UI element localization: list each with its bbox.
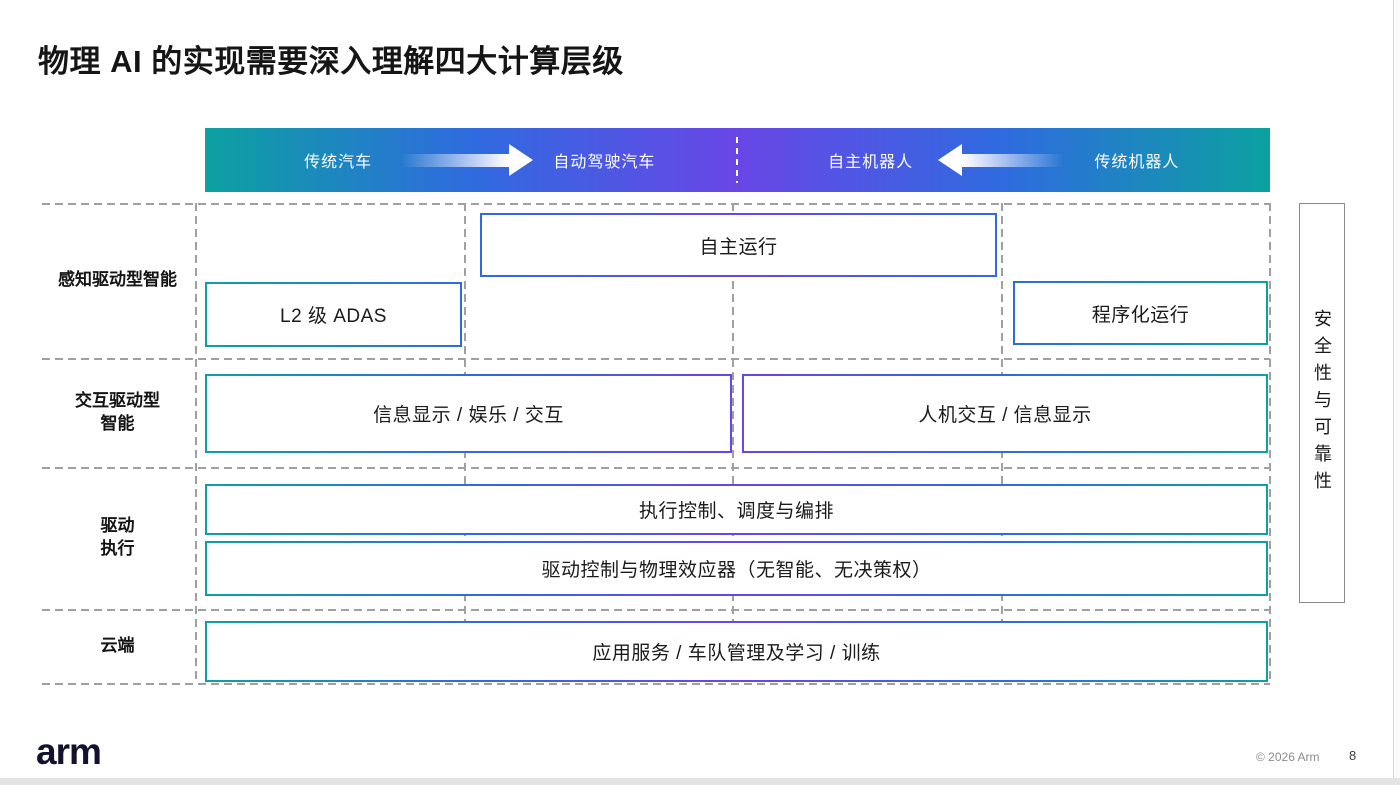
safety-reliability-label: 安全性与可靠性 bbox=[1312, 308, 1332, 498]
spectrum-header-bar: 传统汽车 自动驾驶汽车 自主机器人 传统机器人 bbox=[205, 128, 1270, 192]
box-programmed-operation: 程序化运行 bbox=[1013, 281, 1268, 345]
page-title: 物理 AI 的实现需要深入理解四大计算层级 bbox=[38, 44, 624, 79]
grid-hline bbox=[42, 609, 1270, 611]
viewer-right-scrollbar[interactable] bbox=[1393, 0, 1400, 785]
box-cloud-services: 应用服务 / 车队管理及学习 / 训练 bbox=[205, 621, 1268, 682]
box-l2-adas: L2 级 ADAS bbox=[205, 282, 462, 347]
row-label-perception-intelligence: 感知驱动型智能 bbox=[58, 270, 177, 290]
box-execution-control: 执行控制、调度与编排 bbox=[205, 484, 1268, 535]
box-info-display-entertainment: 信息显示 / 娱乐 / 交互 bbox=[205, 374, 732, 453]
flow-arrow-left-icon bbox=[938, 144, 1063, 176]
bar-label-traditional-robot: 传统机器人 bbox=[1094, 154, 1180, 171]
grid-hline bbox=[42, 358, 1270, 360]
bar-label-traditional-car: 传统汽车 bbox=[304, 154, 373, 171]
flow-arrow-right-icon bbox=[401, 144, 533, 176]
arm-logo: arm bbox=[36, 731, 102, 772]
bar-label-autonomous-robot: 自主机器人 bbox=[828, 154, 914, 171]
box-autonomous-operation: 自主运行 bbox=[480, 213, 997, 277]
bar-center-dashed-divider bbox=[736, 137, 738, 183]
row-label-interaction-intelligence: 交互驱动型 智能 bbox=[75, 390, 160, 433]
bar-label-autonomous-car: 自动驾驶汽车 bbox=[553, 154, 656, 171]
safety-reliability-panel: 安全性与可靠性 bbox=[1299, 203, 1345, 603]
grid-hline bbox=[42, 467, 1270, 469]
box-hmi-info-display: 人机交互 / 信息显示 bbox=[742, 374, 1268, 453]
grid-vline bbox=[195, 203, 197, 683]
row-label-cloud: 云端 bbox=[100, 635, 135, 655]
grid-vline bbox=[732, 203, 734, 683]
box-drive-control: 驱动控制与物理效应器（无智能、无决策权） bbox=[205, 541, 1268, 596]
row-label-drive-execution: 驱动 执行 bbox=[100, 516, 135, 558]
grid-hline bbox=[42, 683, 1270, 685]
grid-vline bbox=[1269, 203, 1271, 683]
grid-hline bbox=[42, 203, 1270, 205]
copyright-text: © 2026 Arm bbox=[1256, 750, 1320, 764]
viewer-bottom-scrollbar[interactable] bbox=[0, 778, 1400, 785]
page-number: 8 bbox=[1349, 748, 1357, 763]
